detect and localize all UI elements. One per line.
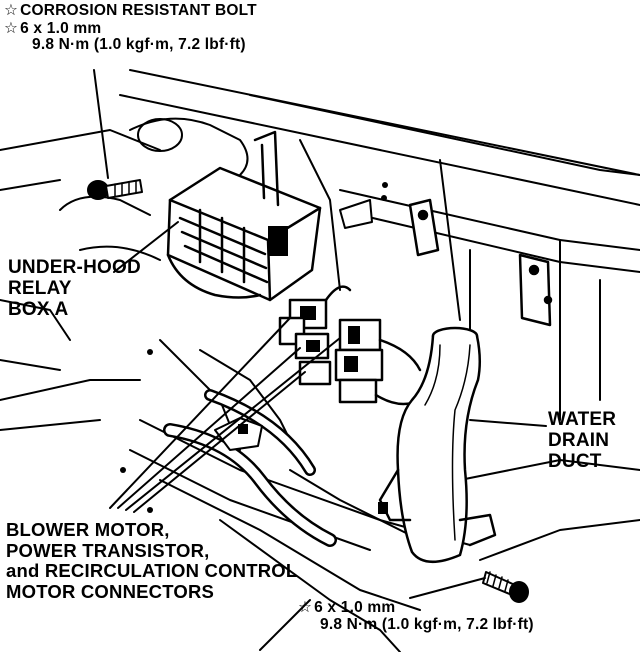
clips [120, 182, 388, 513]
bolt-type-label: CORROSION RESISTANT BOLT [20, 2, 257, 19]
water-drain-callout: WATER DRAIN DUCT [548, 409, 617, 473]
blower-housing [59, 117, 249, 261]
bolt-size-label: 6 x 1.0 mm [20, 19, 102, 37]
top-bolt-callout: ☆CORROSION RESISTANT BOLT ☆6 x 1.0 mm 9.… [4, 2, 257, 54]
relay-box-label-line3: BOX A [8, 298, 69, 320]
water-drain-duct [378, 326, 497, 563]
bottom-bolt [482, 571, 529, 603]
connectors-label-line3: and RECIRCULATION CONTROL [6, 560, 298, 582]
star-symbol: ☆ [4, 1, 19, 19]
right-brackets [408, 198, 553, 327]
relay-box-label-line1: UNDER-HOOD [8, 257, 141, 278]
bottom-bolt-torque-label: 9.8 N·m (1.0 kgf·m, 7.2 lbf·ft) [320, 615, 534, 633]
bolt-torque-label: 9.8 N·m (1.0 kgf·m, 7.2 lbf·ft) [32, 36, 246, 54]
leader-relay-box [113, 221, 179, 273]
bottom-bolt-callout: ☆6 x 1.0 mm 9.8 N·m (1.0 kgf·m, 7.2 lbf·… [298, 599, 534, 633]
harness-tubes [163, 389, 337, 547]
relay-box-label-line2: RELAY [8, 277, 72, 299]
water-drain-label-line2: DRAIN [548, 429, 610, 451]
leader-top-bolt [93, 69, 109, 179]
connector-cluster [278, 285, 422, 406]
bottom-bolt-size-label: 6 x 1.0 mm [314, 599, 396, 616]
star-symbol: ☆ [4, 18, 19, 37]
leader-lines [93, 69, 547, 599]
water-drain-label-line3: DUCT [548, 450, 602, 472]
leader-water-duct [469, 419, 547, 427]
leader-connector-1 [109, 317, 291, 509]
leader-bottom-bolt [409, 577, 486, 599]
top-bolt [87, 179, 143, 200]
relay-box-callout: UNDER-HOOD RELAY BOX A [8, 257, 141, 321]
star-symbol: ☆ [298, 598, 313, 616]
relay-box-a [166, 130, 322, 302]
connectors-label-line1: BLOWER MOTOR, [6, 519, 170, 540]
connectors-label-line2: POWER TRANSISTOR, [6, 539, 210, 561]
leader-connector-4 [133, 371, 306, 513]
leader-connector-2 [117, 347, 301, 509]
leader-connector-3 [125, 337, 341, 511]
connectors-callout: BLOWER MOTOR, POWER TRANSISTOR, and RECI… [6, 519, 298, 603]
water-drain-label-line1: WATER [548, 409, 617, 430]
connectors-label-line4: MOTOR CONNECTORS [6, 581, 215, 603]
